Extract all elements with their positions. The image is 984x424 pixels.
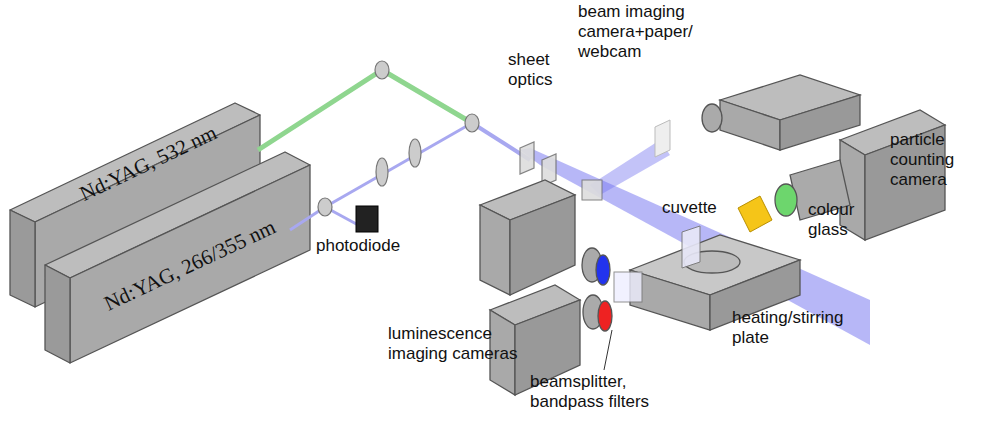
detector-label: photodiode [316, 236, 426, 256]
filter-label: colour glass [808, 200, 868, 240]
camera-label: beam imaging camera+paper/ webcam [578, 2, 748, 62]
camera-label: particle counting camera [890, 130, 980, 190]
optics-label: sheet optics [508, 50, 578, 90]
filter-label: beamsplitter, bandpass filters [530, 372, 680, 412]
plate-label: heating/stirring plate [732, 308, 862, 348]
camera-label: luminescence imaging cameras [388, 324, 538, 364]
sample-label: cuvette [662, 198, 742, 218]
